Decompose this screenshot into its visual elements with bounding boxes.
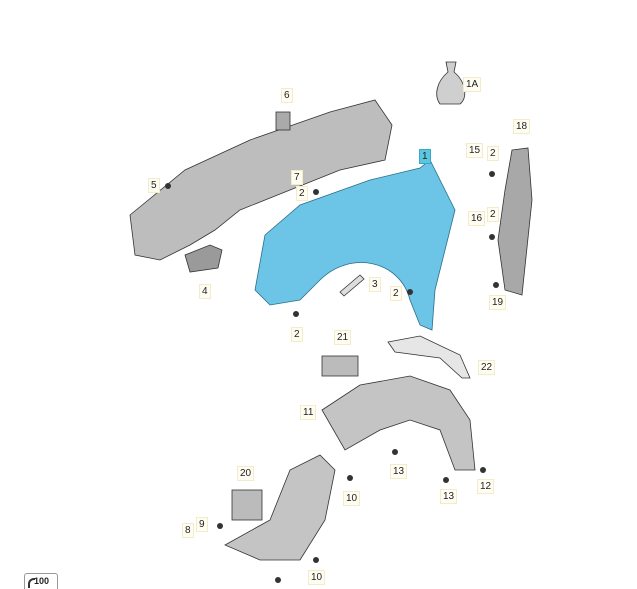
callout-1[interactable]: 1 — [419, 149, 431, 164]
bracket-4 — [184, 244, 223, 273]
callout-18[interactable]: 18 — [513, 119, 531, 134]
callout-4[interactable]: 4 — [199, 284, 211, 299]
callout-10[interactable]: 10 — [343, 491, 361, 506]
callout-13[interactable]: 13 — [390, 464, 408, 479]
fasteners — [165, 171, 499, 583]
callout-9[interactable]: 9 — [196, 517, 208, 532]
module-20 — [231, 489, 263, 521]
callout-7[interactable]: 7 — [291, 170, 303, 185]
badge-text: 100 — [34, 576, 50, 586]
callout-11[interactable]: 11 — [300, 405, 317, 420]
callout-13[interactable]: 13 — [440, 489, 458, 504]
callout-2[interactable]: 2 — [291, 327, 303, 342]
callout-1a[interactable]: 1A — [463, 77, 482, 92]
bracket-6 — [275, 111, 291, 131]
callout-8[interactable]: 8 — [182, 523, 194, 538]
callout-2[interactable]: 2 — [487, 207, 499, 222]
curve-icon — [28, 578, 35, 588]
callout-19[interactable]: 19 — [489, 295, 507, 310]
bag-part — [436, 61, 466, 105]
page-badge[interactable]: 100 — [24, 573, 58, 589]
liner-11 — [321, 375, 476, 471]
frame-rail — [129, 99, 393, 261]
liner-lower — [224, 454, 336, 561]
callout-2[interactable]: 2 — [487, 146, 499, 161]
callout-6[interactable]: 6 — [281, 88, 293, 103]
callout-16[interactable]: 16 — [468, 211, 486, 226]
panel-18 — [497, 147, 533, 296]
callout-21[interactable]: 21 — [334, 330, 352, 345]
callout-5[interactable]: 5 — [148, 178, 160, 193]
callout-2[interactable]: 2 — [296, 186, 308, 201]
callout-2[interactable]: 2 — [390, 286, 402, 301]
callout-15[interactable]: 15 — [466, 143, 484, 158]
callout-22[interactable]: 22 — [478, 360, 496, 375]
callout-12[interactable]: 12 — [477, 479, 495, 494]
callout-10[interactable]: 10 — [308, 570, 326, 585]
strip-3 — [339, 274, 365, 297]
fender-part-1 — [254, 159, 456, 331]
module-21 — [321, 355, 359, 377]
trim-22 — [387, 335, 471, 379]
callout-20[interactable]: 20 — [237, 466, 255, 481]
callout-3[interactable]: 3 — [369, 277, 381, 292]
